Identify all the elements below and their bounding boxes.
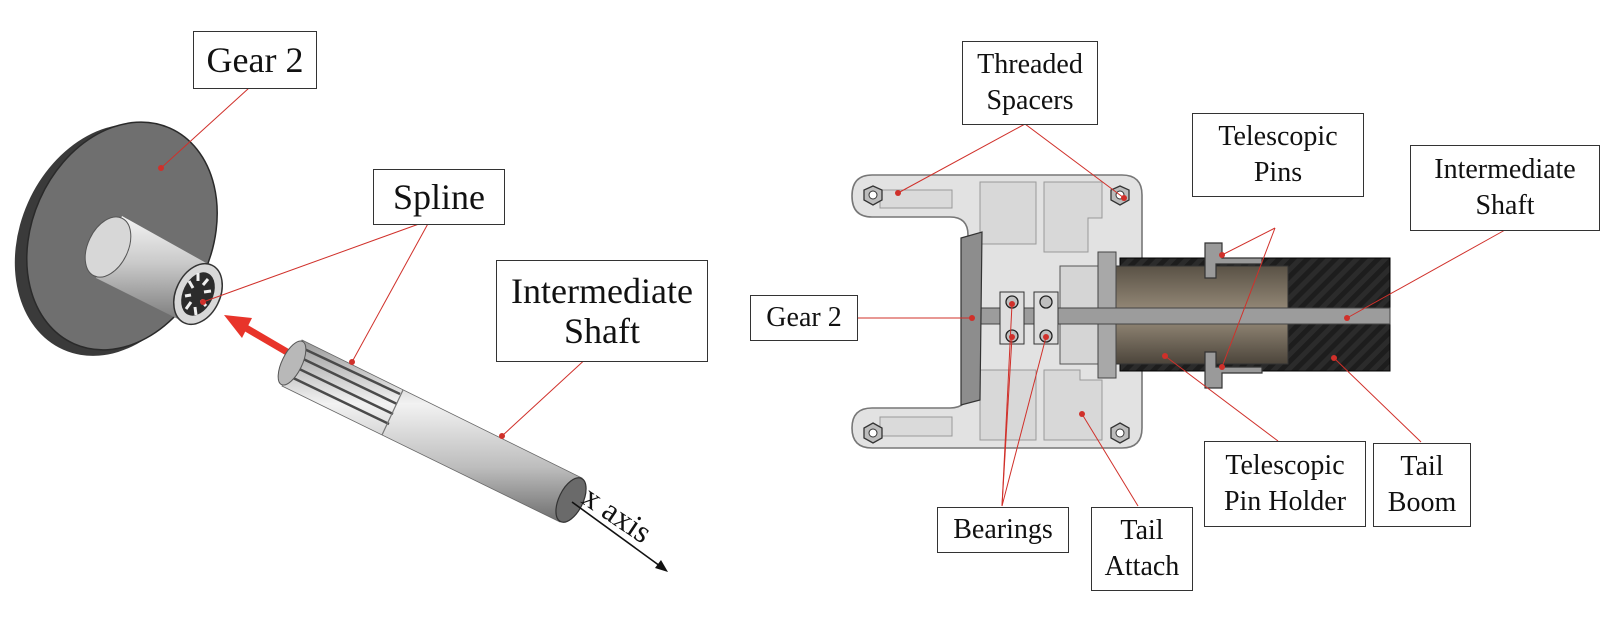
label-intermediate-shaft-left: Intermediate Shaft <box>496 260 708 362</box>
label-intermediate-shaft-right: Intermediate Shaft <box>1410 145 1600 231</box>
label-spline: Spline <box>373 169 505 225</box>
label-bearings: Bearings <box>937 507 1069 553</box>
gear-hub <box>84 216 223 326</box>
spline-grooves <box>288 345 401 426</box>
label-telescopic-pins: Telescopic Pins <box>1192 113 1364 197</box>
x-axis: x axis <box>571 478 668 572</box>
telescopic-pins-part <box>1204 242 1263 389</box>
left-leader-lines <box>160 87 591 437</box>
plate-pockets <box>879 181 1103 441</box>
intermediate-shaft-part <box>277 339 587 523</box>
left-view: x axis <box>14 87 668 572</box>
label-gear-2-right: Gear 2 <box>750 295 858 341</box>
x-axis-label: x axis <box>576 478 659 550</box>
label-gear-2-left: Gear 2 <box>193 31 317 89</box>
insertion-arrow <box>224 315 289 356</box>
spline-teeth <box>184 273 212 316</box>
label-threaded-spacers: Threaded Spacers <box>962 41 1098 125</box>
right-view <box>851 123 1506 507</box>
left-leader-tips <box>158 165 505 439</box>
right-leader-lines <box>857 123 1506 507</box>
label-telescopic-pin-holder: Telescopic Pin Holder <box>1204 441 1366 527</box>
right-leader-tips <box>895 190 1350 417</box>
label-tail-boom: Tail Boom <box>1373 443 1471 527</box>
label-tail-attach: Tail Attach <box>1091 507 1193 591</box>
